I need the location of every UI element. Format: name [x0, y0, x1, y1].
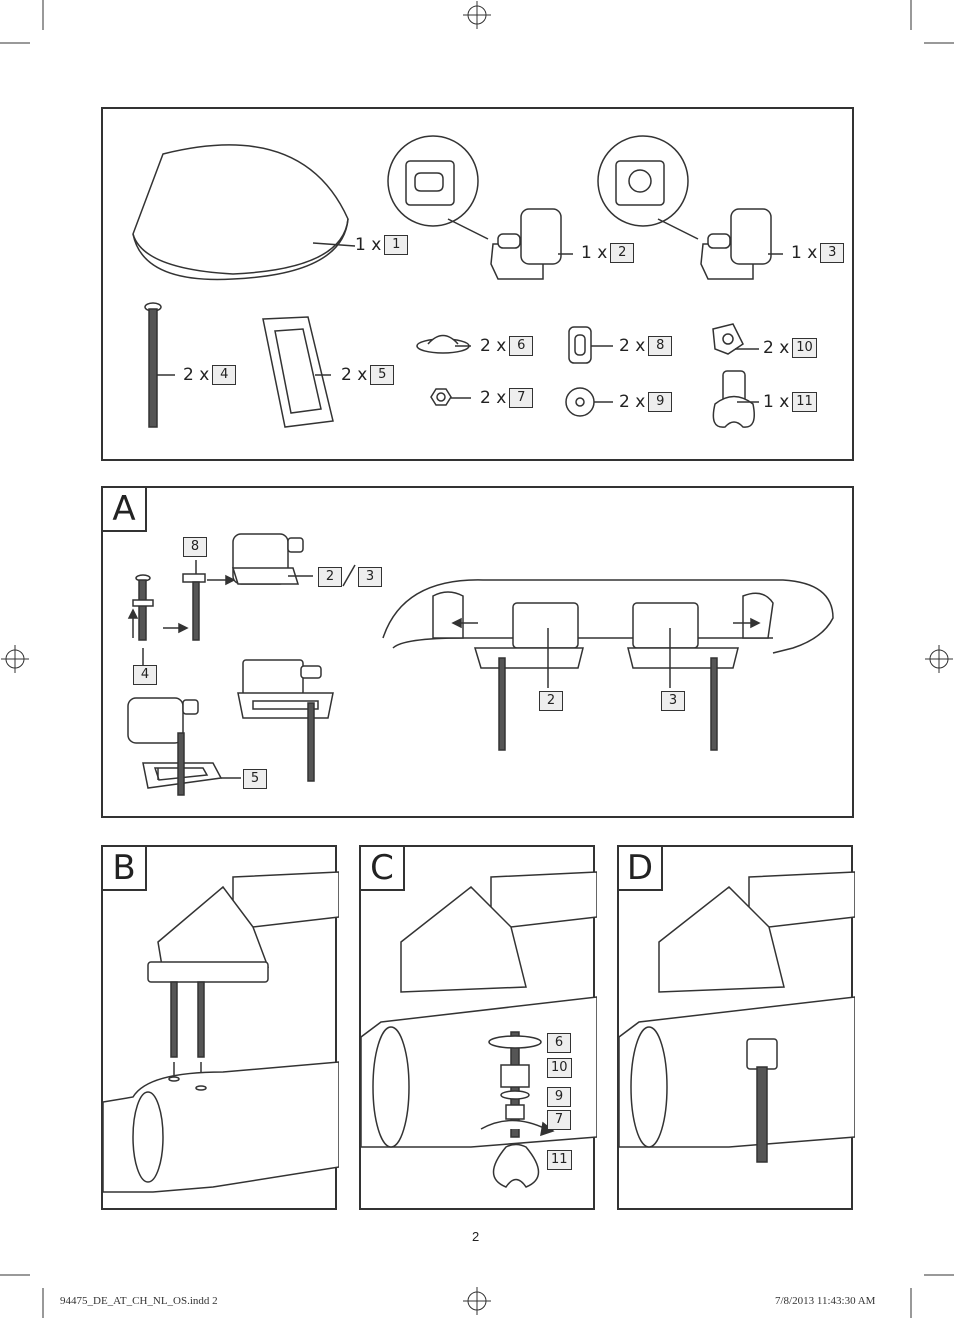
step-a-label-2: 2	[318, 567, 342, 587]
step-c-label-11: 11	[547, 1150, 572, 1170]
step-a-label-8: 8	[183, 537, 207, 557]
step-a-panel: A	[101, 486, 854, 818]
step-a-label-3: 3	[358, 567, 382, 587]
step-d-illustration	[619, 871, 855, 1163]
footer-file: 94475_DE_AT_CH_NL_OS.indd 2	[60, 1295, 218, 1307]
step-c-label-9: 9	[547, 1087, 571, 1107]
footer-timestamp: 7/8/2013 11:43:30 AM	[775, 1295, 876, 1307]
page-number: 2	[472, 1229, 480, 1244]
step-c-label-10: 10	[547, 1058, 572, 1078]
step-d-tag: D	[619, 847, 663, 891]
step-c-illustration	[361, 871, 597, 1188]
step-b-tag: B	[103, 847, 147, 891]
step-b-illustration	[103, 871, 339, 1193]
step-a-illustration	[127, 533, 834, 796]
step-a-tag: A	[103, 488, 147, 532]
step-a-label-4: 4	[133, 665, 157, 685]
parts-illustration	[132, 135, 783, 428]
step-a-label-5: 5	[243, 769, 267, 789]
step-a-seat-label-2: 2	[539, 691, 563, 711]
step-a-seat-label-3: 3	[661, 691, 685, 711]
step-c-label-7: 7	[547, 1110, 571, 1130]
step-c-tag: C	[361, 847, 405, 891]
step-b-panel: B	[101, 845, 339, 1210]
step-d-panel: D	[617, 845, 855, 1210]
step-c-label-6: 6	[547, 1033, 571, 1053]
step-c-panel: C 6 10 9 7 11	[359, 845, 597, 1210]
